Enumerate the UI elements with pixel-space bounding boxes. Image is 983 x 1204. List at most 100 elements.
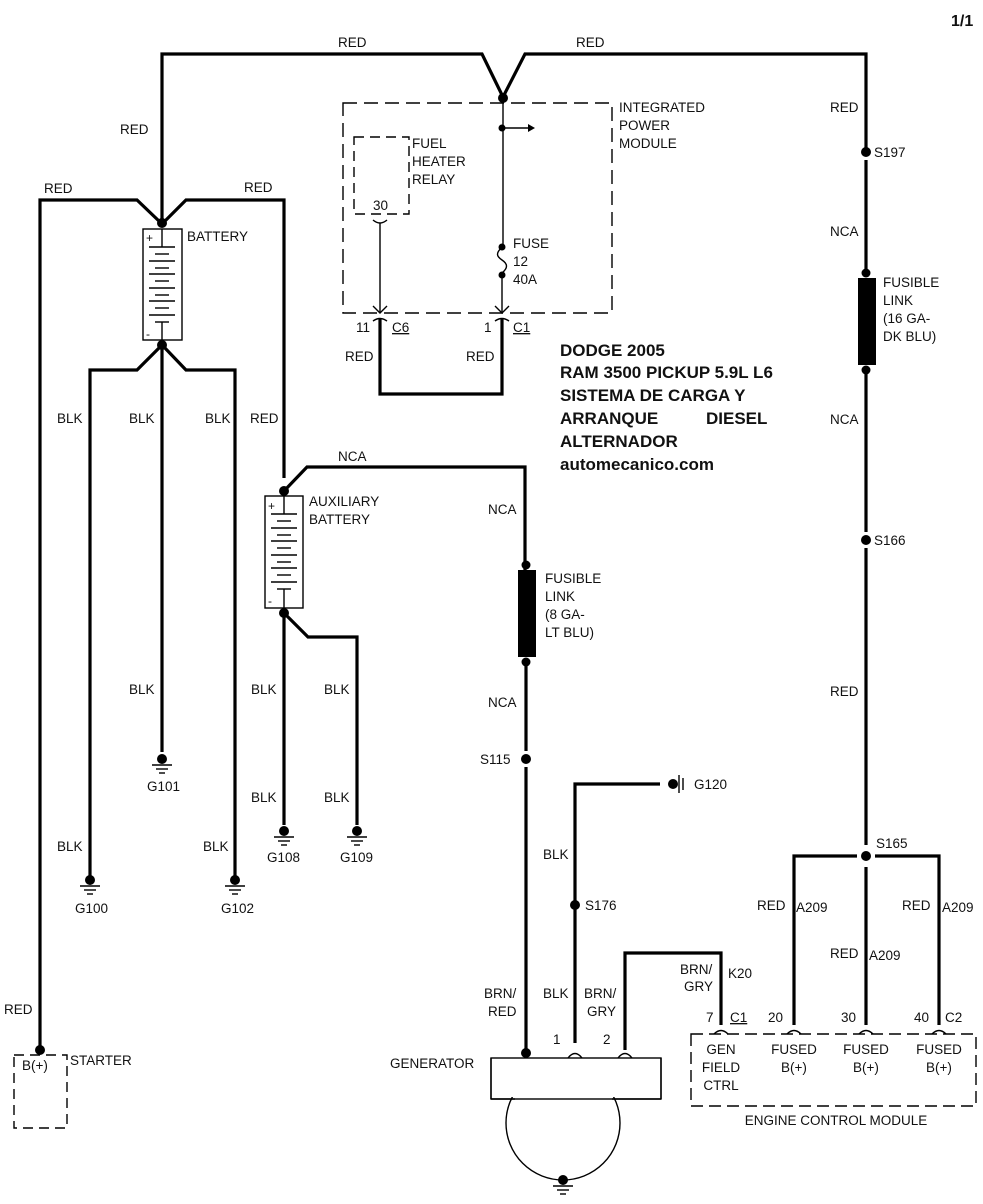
ecm-pin-function: B(+) [926, 1060, 952, 1075]
wire-label-blk: BLK [129, 411, 155, 426]
wire-label-brn-gry: BRN/ [680, 962, 713, 977]
wire-a209-pin40 [875, 854, 941, 1025]
relay-label: HEATER [412, 154, 466, 169]
fuse-icon [496, 246, 508, 274]
fusible-link-node [521, 657, 531, 667]
ecm-pin-num: 30 [841, 1010, 856, 1025]
ipm-label: POWER [619, 118, 670, 133]
ground-icon [668, 775, 684, 793]
fusible-link-16ga [858, 278, 876, 365]
wire-g100 [88, 345, 162, 878]
ground-label-g109: G109 [340, 850, 373, 865]
starter-node [35, 1045, 45, 1055]
title-line: SISTEMA DE CARGA Y [560, 386, 746, 405]
wire-label-blk: BLK [543, 847, 569, 862]
ground-icon [225, 875, 245, 895]
connector-pin-icon [617, 1052, 633, 1059]
svg-text:-: - [146, 327, 150, 341]
wire-generator-g120 [573, 782, 660, 1043]
generator-label: GENERATOR [390, 1056, 475, 1071]
splice-label: S165 [876, 836, 908, 851]
ipm-label: INTEGRATED [619, 100, 705, 115]
relay-label: FUEL [412, 136, 447, 151]
wire-label-nca: NCA [488, 695, 517, 710]
wire-label-red: RED [830, 100, 859, 115]
connector-arrow-icon [372, 305, 388, 314]
ground-label-g101: G101 [147, 779, 180, 794]
page-indicator: 1/1 [951, 13, 973, 30]
wire-label-red: RED [830, 684, 859, 699]
wire-label-red: RED [4, 1002, 33, 1017]
splice-s115 [521, 754, 531, 764]
svg-text:+: + [268, 499, 275, 513]
ground-icon [347, 826, 367, 846]
ground-label-g108: G108 [267, 850, 300, 865]
fusible-link-label: DK BLU) [883, 329, 936, 344]
arrow-right-icon [528, 124, 535, 132]
battery-label: BATTERY [187, 229, 248, 244]
wire-label-blk: BLK [324, 790, 350, 805]
fusible-link-label: LINK [883, 293, 913, 308]
ground-label-g120: G120 [694, 777, 727, 792]
wire-label-red: RED [120, 122, 149, 137]
integrated-power-module [342, 102, 613, 314]
ecm-pin-function: GEN [706, 1042, 735, 1057]
splice-s176 [570, 900, 580, 910]
title-line: RAM 3500 PICKUP 5.9L L6 [560, 363, 773, 382]
fusible-link-node [861, 268, 871, 278]
wire-battery-to-ipm [160, 52, 505, 220]
battery: + - [142, 228, 183, 341]
circuit-label-a209: A209 [869, 948, 901, 963]
title-line: ARRANQUE [560, 409, 658, 428]
wire-label-red: RED [902, 898, 931, 913]
ecm-label: ENGINE CONTROL MODULE [745, 1113, 928, 1128]
title-line: DIESEL [706, 409, 767, 428]
ecm-pin-function: CTRL [703, 1078, 739, 1093]
wire-k20 [623, 951, 723, 1050]
wire-label-nca: NCA [830, 412, 859, 427]
connector-pin-icon [567, 1052, 583, 1059]
connector-arrow-icon [494, 305, 510, 314]
title-line: DODGE 2005 [560, 341, 665, 360]
battery-positive-node [157, 218, 167, 228]
title-line: ALTERNADOR [560, 432, 678, 451]
fuse-label: FUSE [513, 236, 549, 251]
wire-label-blk: BLK [251, 682, 277, 697]
splice-label: S197 [874, 145, 906, 160]
ecm-pin-function: FUSED [916, 1042, 962, 1057]
connector-name: C1 [513, 320, 530, 335]
wire-label-nca: NCA [830, 224, 859, 239]
wire-label-brn-red: RED [488, 1004, 517, 1019]
generator-pin-num: 2 [603, 1032, 611, 1047]
svg-text:+: + [146, 231, 153, 245]
generator-b-plus-node [521, 1048, 531, 1058]
connector-pin-num: 11 [356, 320, 370, 335]
ecm-pin-function: B(+) [853, 1060, 879, 1075]
fusible-link-label: LINK [545, 589, 575, 604]
wire-c6-c1-loop [378, 318, 504, 396]
connector-pin-icon [372, 219, 388, 224]
ground-icon [152, 754, 172, 774]
svg-text:-: - [268, 594, 272, 608]
wire-a209-pin20 [792, 854, 857, 1025]
wire-label-red: RED [830, 946, 859, 961]
wire-label-red: RED [345, 349, 374, 364]
wire-ipm-to-s197 [501, 52, 868, 152]
fusible-link-label: LT BLU) [545, 625, 594, 640]
circuit-label-k20: K20 [728, 966, 752, 981]
splice-label: S115 [480, 752, 511, 767]
connector-pin-icon [786, 1029, 802, 1035]
wire-g109 [282, 611, 359, 825]
ground-label-g102: G102 [221, 901, 254, 916]
wire-label-blk: BLK [203, 839, 229, 854]
fusible-link-label: FUSIBLE [883, 275, 939, 290]
ecm-connector-name: C2 [945, 1010, 962, 1025]
wire-label-blk: BLK [129, 682, 155, 697]
splice-s197 [861, 147, 871, 157]
wire-label-brn-gry: GRY [587, 1004, 616, 1019]
wire-label-blk: BLK [543, 986, 569, 1001]
ground-icon [553, 1175, 573, 1195]
circuit-label-a209: A209 [942, 900, 974, 915]
splice-s165 [861, 851, 871, 861]
